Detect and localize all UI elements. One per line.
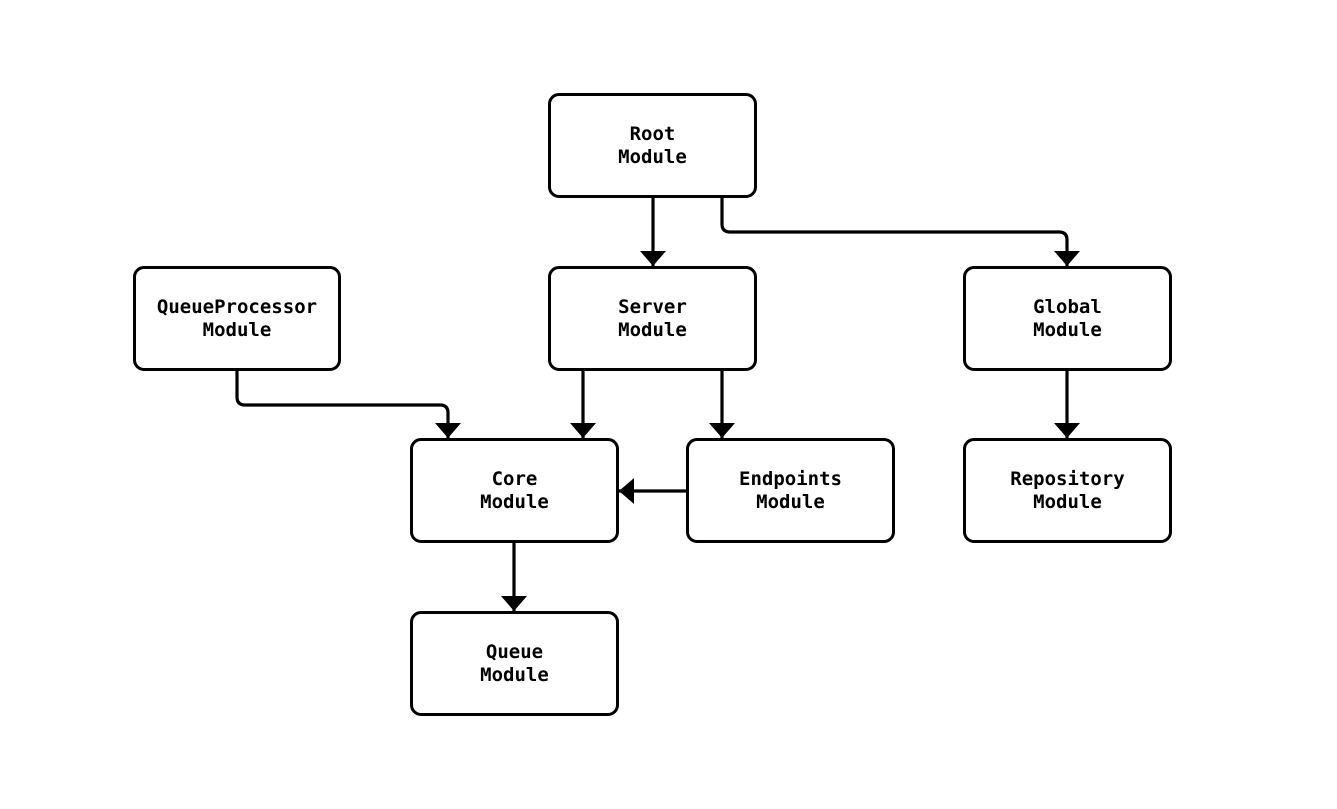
edge-queueprocessor-to-core xyxy=(235,371,461,438)
node-global-label-line: Global xyxy=(1033,295,1102,318)
node-root-label-line: Module xyxy=(618,145,687,168)
node-server-label-line: Server xyxy=(618,295,687,318)
node-queue-label-line: Module xyxy=(480,663,549,686)
node-endpoints-label-line: Endpoints xyxy=(739,467,842,490)
node-root-label-line: Root xyxy=(629,122,676,145)
node-endpoints-label-line: Module xyxy=(756,490,825,513)
node-queueprocessor-label-line: Module xyxy=(202,318,272,341)
node-core-label-line: Module xyxy=(480,490,549,513)
node-core-label-line: Core xyxy=(491,467,538,490)
node-global-label-line: Module xyxy=(1033,318,1102,341)
edge-root-to-global xyxy=(720,198,1080,266)
node-repository-label-line: Repository xyxy=(1010,467,1125,490)
node-repository-label-line: Module xyxy=(1033,490,1102,513)
node-queueprocessor-label-line: QueueProcessor xyxy=(156,295,318,318)
node-queue-label-line: Queue xyxy=(485,640,544,663)
node-server-label-line: Module xyxy=(618,318,687,341)
